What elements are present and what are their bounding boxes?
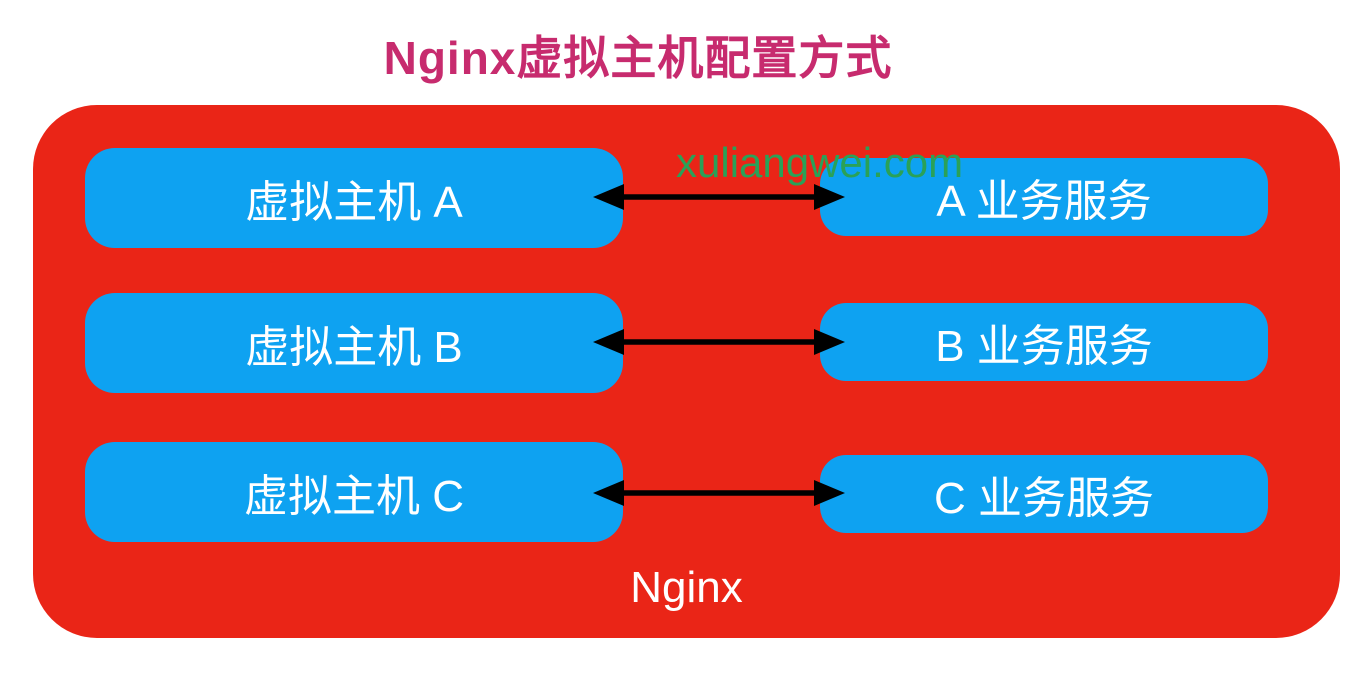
watermark-text: xuliangwei.com xyxy=(676,139,964,186)
bidirectional-arrow-a xyxy=(593,184,845,210)
service-c-label: C 业务服务 xyxy=(934,474,1154,523)
virtual-host-b-box: 虚拟主机 B xyxy=(85,293,623,393)
service-b-label: B 业务服务 xyxy=(935,322,1153,371)
service-a-box: A 业务服务 xyxy=(820,158,1268,236)
bidirectional-arrow-c xyxy=(593,480,845,506)
virtual-host-b-label: 虚拟主机 B xyxy=(245,323,463,372)
virtual-host-a-label: 虚拟主机 A xyxy=(245,178,463,227)
nginx-label: Nginx xyxy=(630,563,743,612)
service-c-box: C 业务服务 xyxy=(820,455,1268,533)
virtual-host-c-label: 虚拟主机 C xyxy=(244,472,464,521)
virtual-host-a-box: 虚拟主机 A xyxy=(85,148,623,248)
virtual-host-c-box: 虚拟主机 C xyxy=(85,442,623,542)
service-b-box: B 业务服务 xyxy=(820,303,1268,381)
diagram-title: Nginx虚拟主机配置方式 xyxy=(383,32,893,84)
bidirectional-arrow-b xyxy=(593,329,845,355)
nginx-container: 虚拟主机 A A 业务服务 虚拟主机 B B 业务服务 虚拟主机 C xyxy=(33,105,1340,638)
service-a-label: A 业务服务 xyxy=(936,177,1152,226)
